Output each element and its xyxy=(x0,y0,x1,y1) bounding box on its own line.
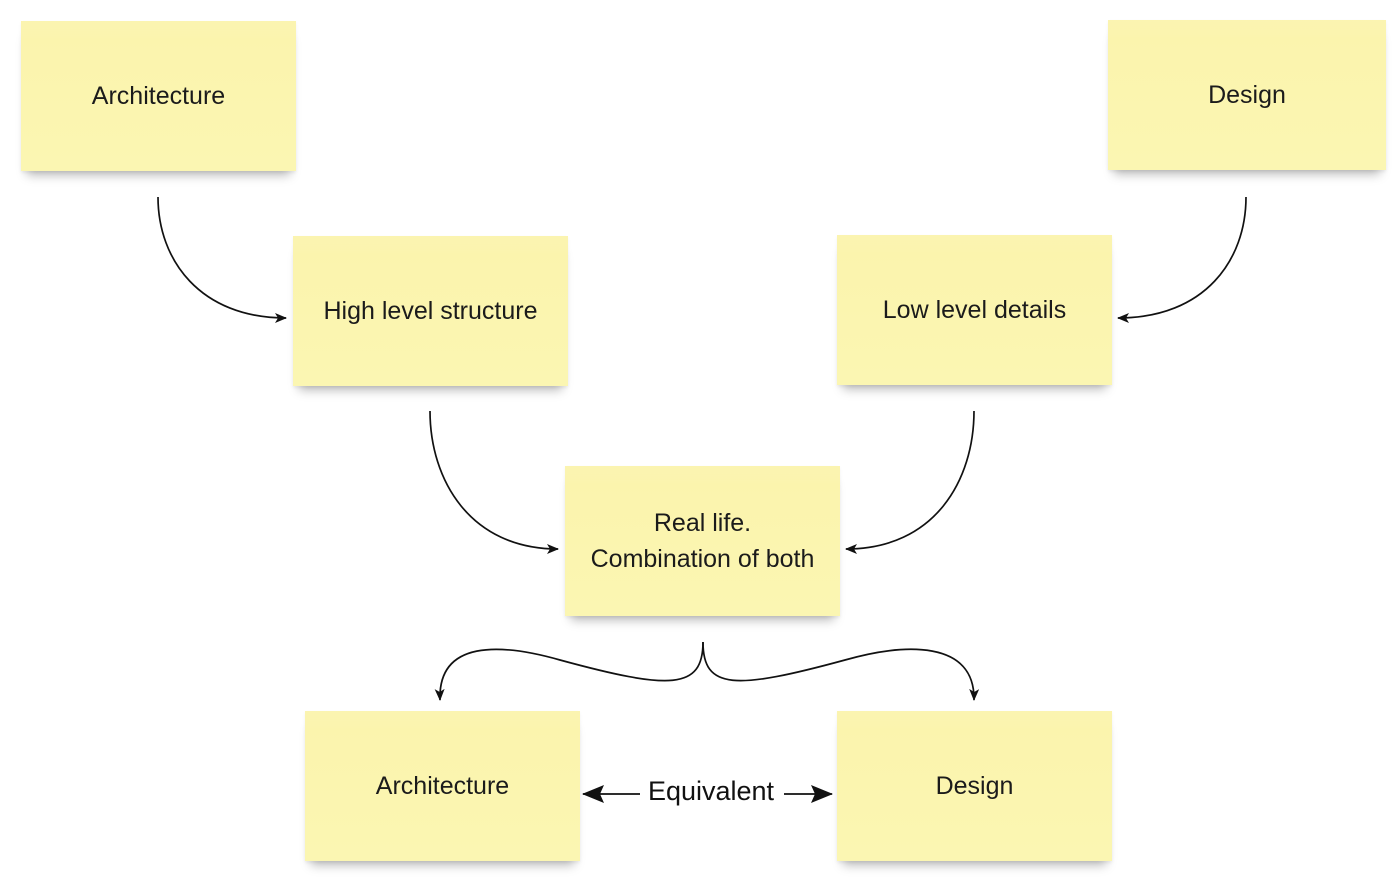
note-label: Design xyxy=(935,772,1014,800)
note-label: Real life. Combination of both xyxy=(590,509,815,573)
note-label: High level structure xyxy=(323,297,538,325)
sticky-note-real-life: Real life. Combination of both xyxy=(565,466,840,616)
note-label: Low level details xyxy=(882,296,1067,324)
sticky-note-high-level-structure: High level structure xyxy=(293,236,568,386)
sticky-note-low-level-details: Low level details xyxy=(837,235,1112,385)
equivalent-label: Equivalent xyxy=(640,773,782,809)
sticky-note-architecture-bottom: Architecture xyxy=(305,711,580,861)
note-label: Architecture xyxy=(375,772,510,800)
sticky-note-design-bottom: Design xyxy=(837,711,1112,861)
brace-arrow-to-design xyxy=(702,641,980,701)
note-label: Architecture xyxy=(91,82,226,110)
note-label: Design xyxy=(1208,81,1286,109)
arrow-high-level-to-real-life xyxy=(429,410,559,554)
sticky-note-design-top: Design xyxy=(1108,20,1386,170)
arrow-architecture-to-high-level xyxy=(157,196,287,323)
arrow-low-level-to-real-life xyxy=(845,410,975,554)
arrow-design-to-low-level xyxy=(1117,196,1247,323)
brace-arrow-to-architecture xyxy=(434,641,704,701)
sticky-note-architecture-top: Architecture xyxy=(21,21,296,171)
